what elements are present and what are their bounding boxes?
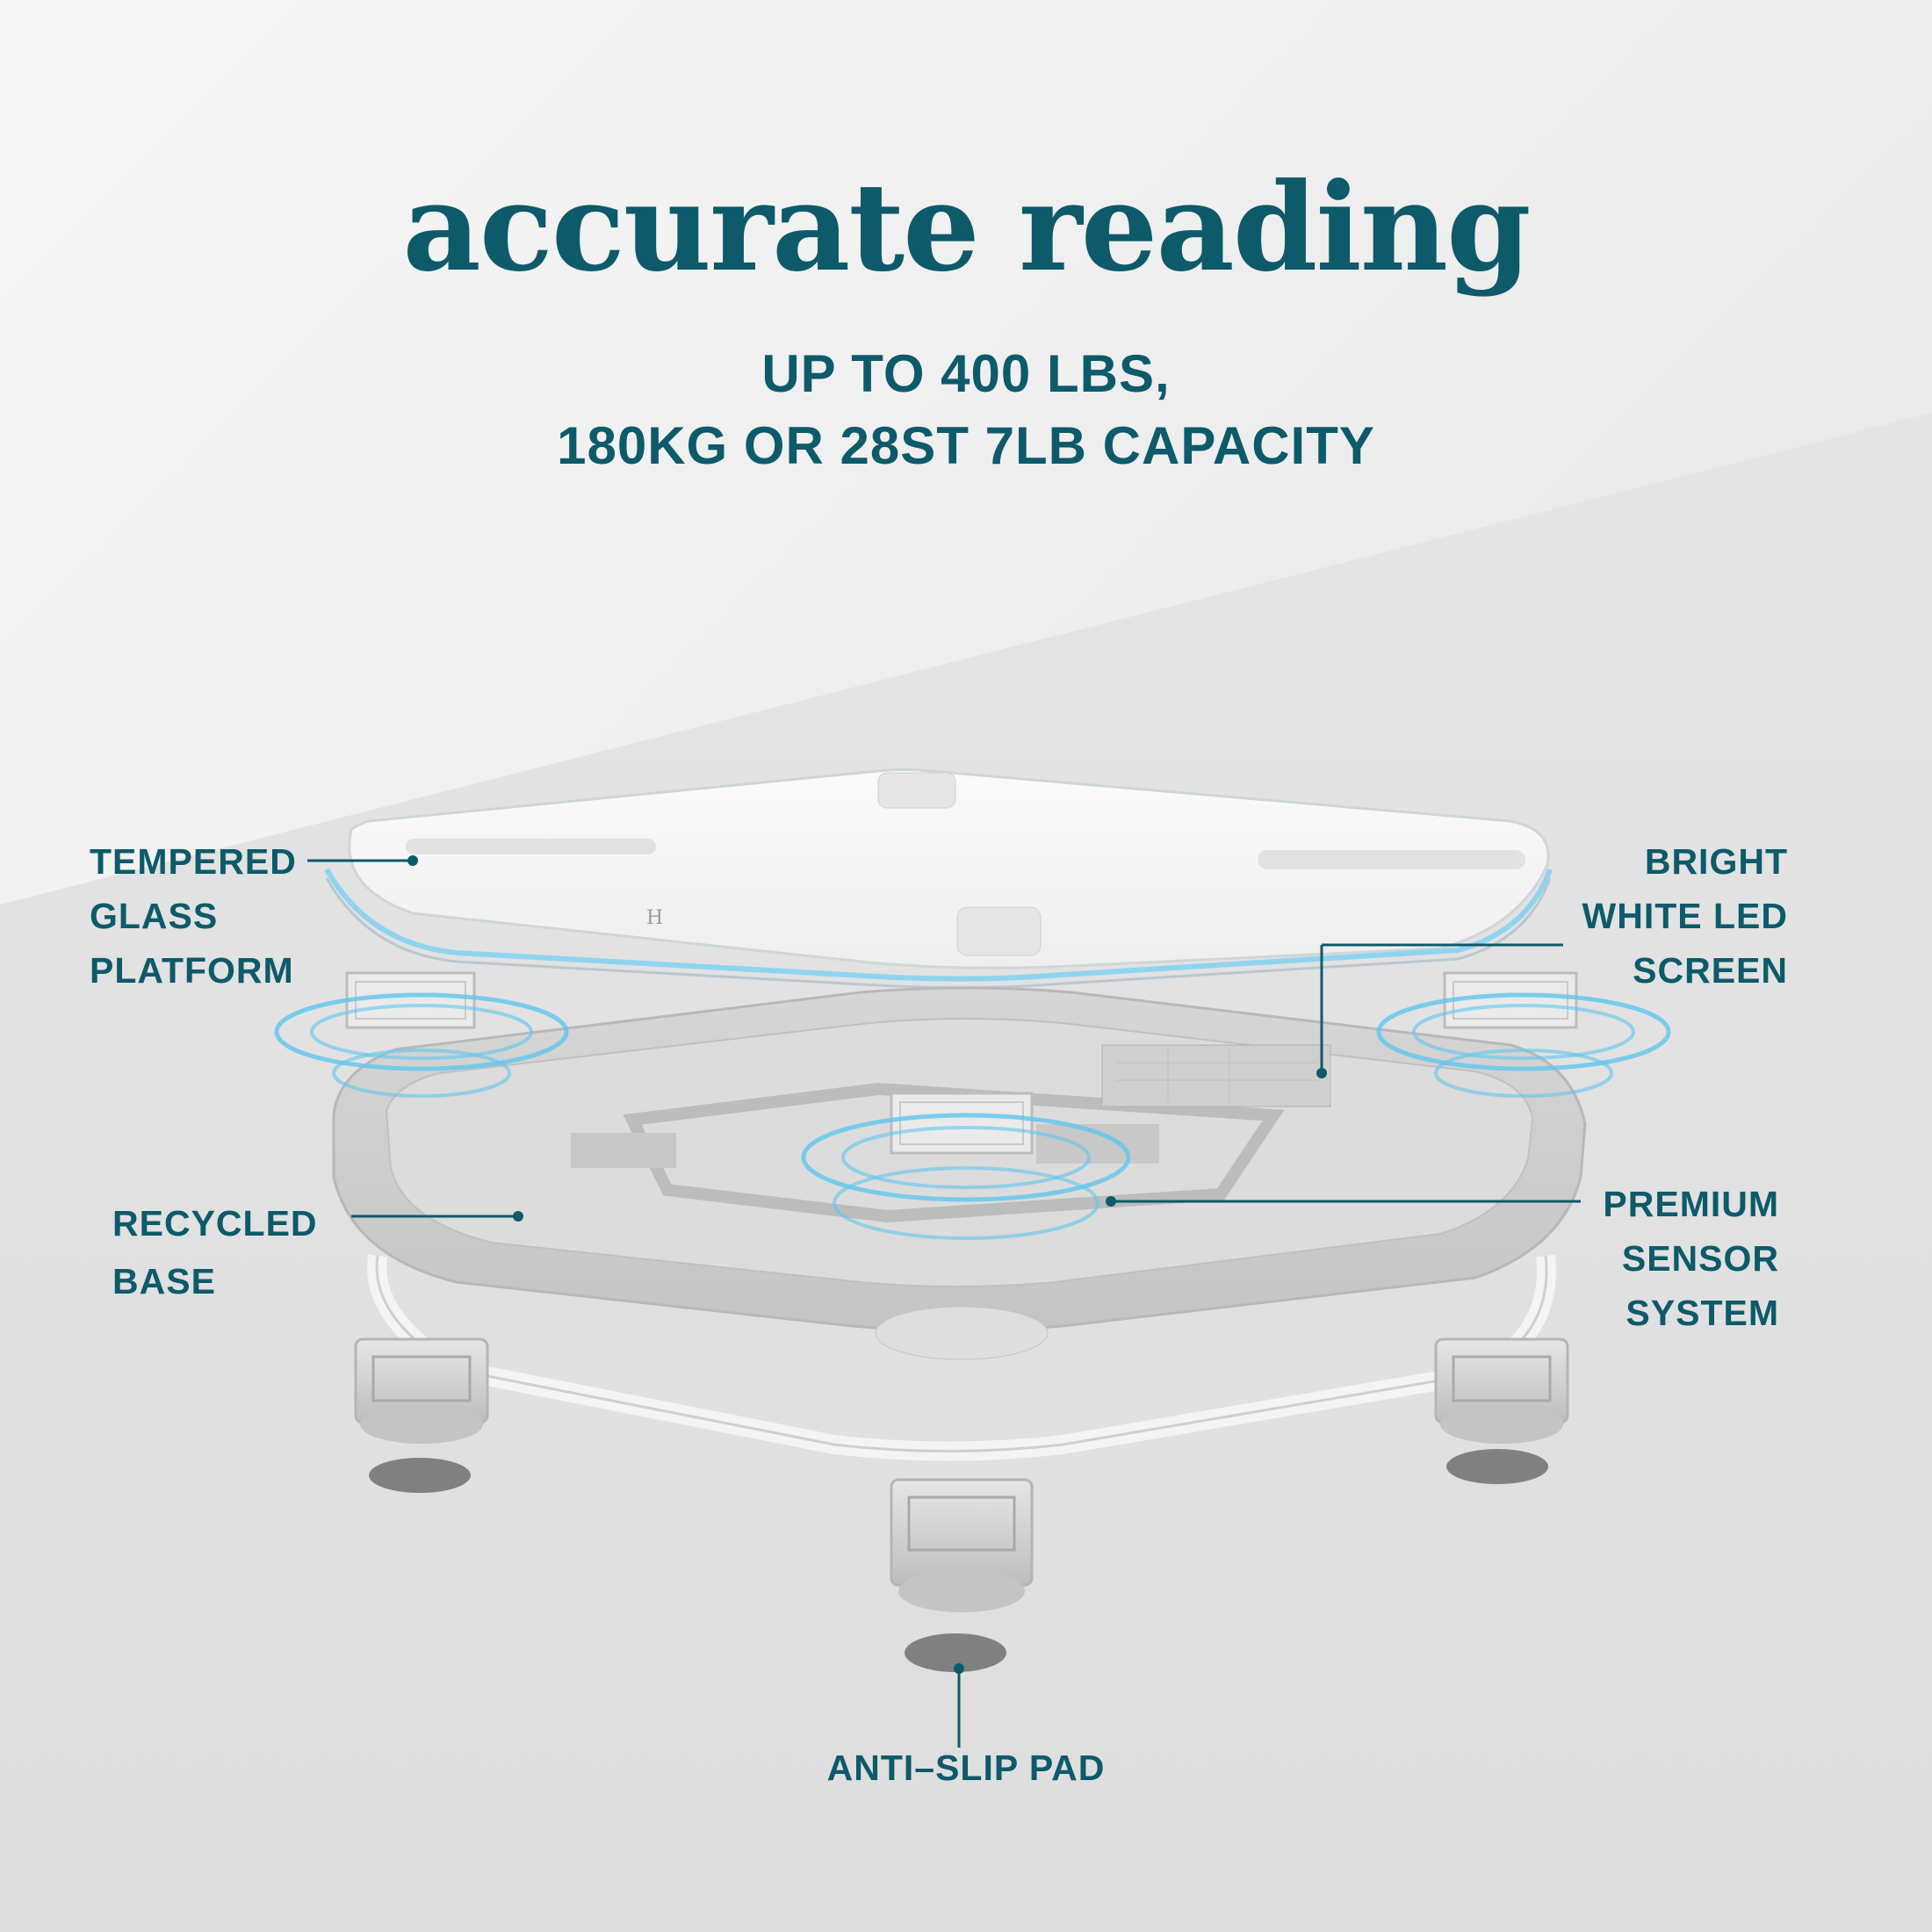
foot-center bbox=[890, 1478, 1034, 1612]
sensor-ring-icon bbox=[274, 992, 1671, 1240]
callout-recycled-base: RECYCLED BASE bbox=[112, 1194, 318, 1310]
subheadline-line-1: UP TO 400 LBS, bbox=[761, 344, 1171, 403]
callout-dot-icon bbox=[513, 1211, 523, 1222]
callout-recycled-base-line: RECYCLED bbox=[112, 1203, 318, 1244]
callout-dot-icon bbox=[407, 855, 418, 866]
load-cell-left bbox=[345, 971, 476, 1029]
callout-led-screen: BRIGHT WHITE LED SCREEN bbox=[1582, 834, 1788, 998]
callout-led-screen-line: BRIGHT bbox=[1644, 841, 1788, 882]
foot-left bbox=[354, 1337, 489, 1444]
platform-logo: H bbox=[646, 907, 663, 929]
callout-sensor-system-line: SYSTEM bbox=[1626, 1293, 1779, 1333]
callout-led-screen-line: WHITE LED bbox=[1582, 896, 1788, 936]
callout-dot-icon bbox=[1106, 1196, 1116, 1207]
callout-sensor-system-line: PREMIUM bbox=[1603, 1184, 1779, 1224]
anti-slip-pad-center bbox=[905, 1633, 1006, 1672]
load-cell-center bbox=[890, 1092, 1034, 1155]
foot-right bbox=[1434, 1337, 1569, 1444]
callout-anti-slip-pad: ANTI–SLIP PAD bbox=[826, 1748, 1106, 1788]
callout-dot-icon bbox=[1316, 1068, 1327, 1078]
tempered-glass-platform: H bbox=[324, 768, 1553, 990]
callout-recycled-base-line: BASE bbox=[112, 1261, 216, 1301]
callout-sensor-system: PREMIUM SENSOR SYSTEM bbox=[1603, 1177, 1779, 1340]
callout-tempered-glass: TEMPERED GLASS PLATFORM bbox=[90, 834, 297, 998]
anti-slip-pad-left bbox=[369, 1458, 471, 1493]
anti-slip-pad-right bbox=[1446, 1449, 1548, 1484]
callout-tempered-glass-line: TEMPERED bbox=[90, 841, 297, 882]
subheadline-line-2: 180KG OR 28ST 7LB CAPACITY bbox=[557, 416, 1375, 475]
headline: accurate reading bbox=[402, 155, 1531, 299]
callout-led-screen-line: SCREEN bbox=[1633, 950, 1788, 991]
callout-tempered-glass-line: GLASS bbox=[90, 896, 219, 936]
callout-lines bbox=[307, 855, 1581, 1748]
callout-dot-icon bbox=[954, 1663, 964, 1674]
callout-tempered-glass-line: PLATFORM bbox=[90, 950, 294, 991]
callout-sensor-system-line: SENSOR bbox=[1621, 1238, 1779, 1279]
